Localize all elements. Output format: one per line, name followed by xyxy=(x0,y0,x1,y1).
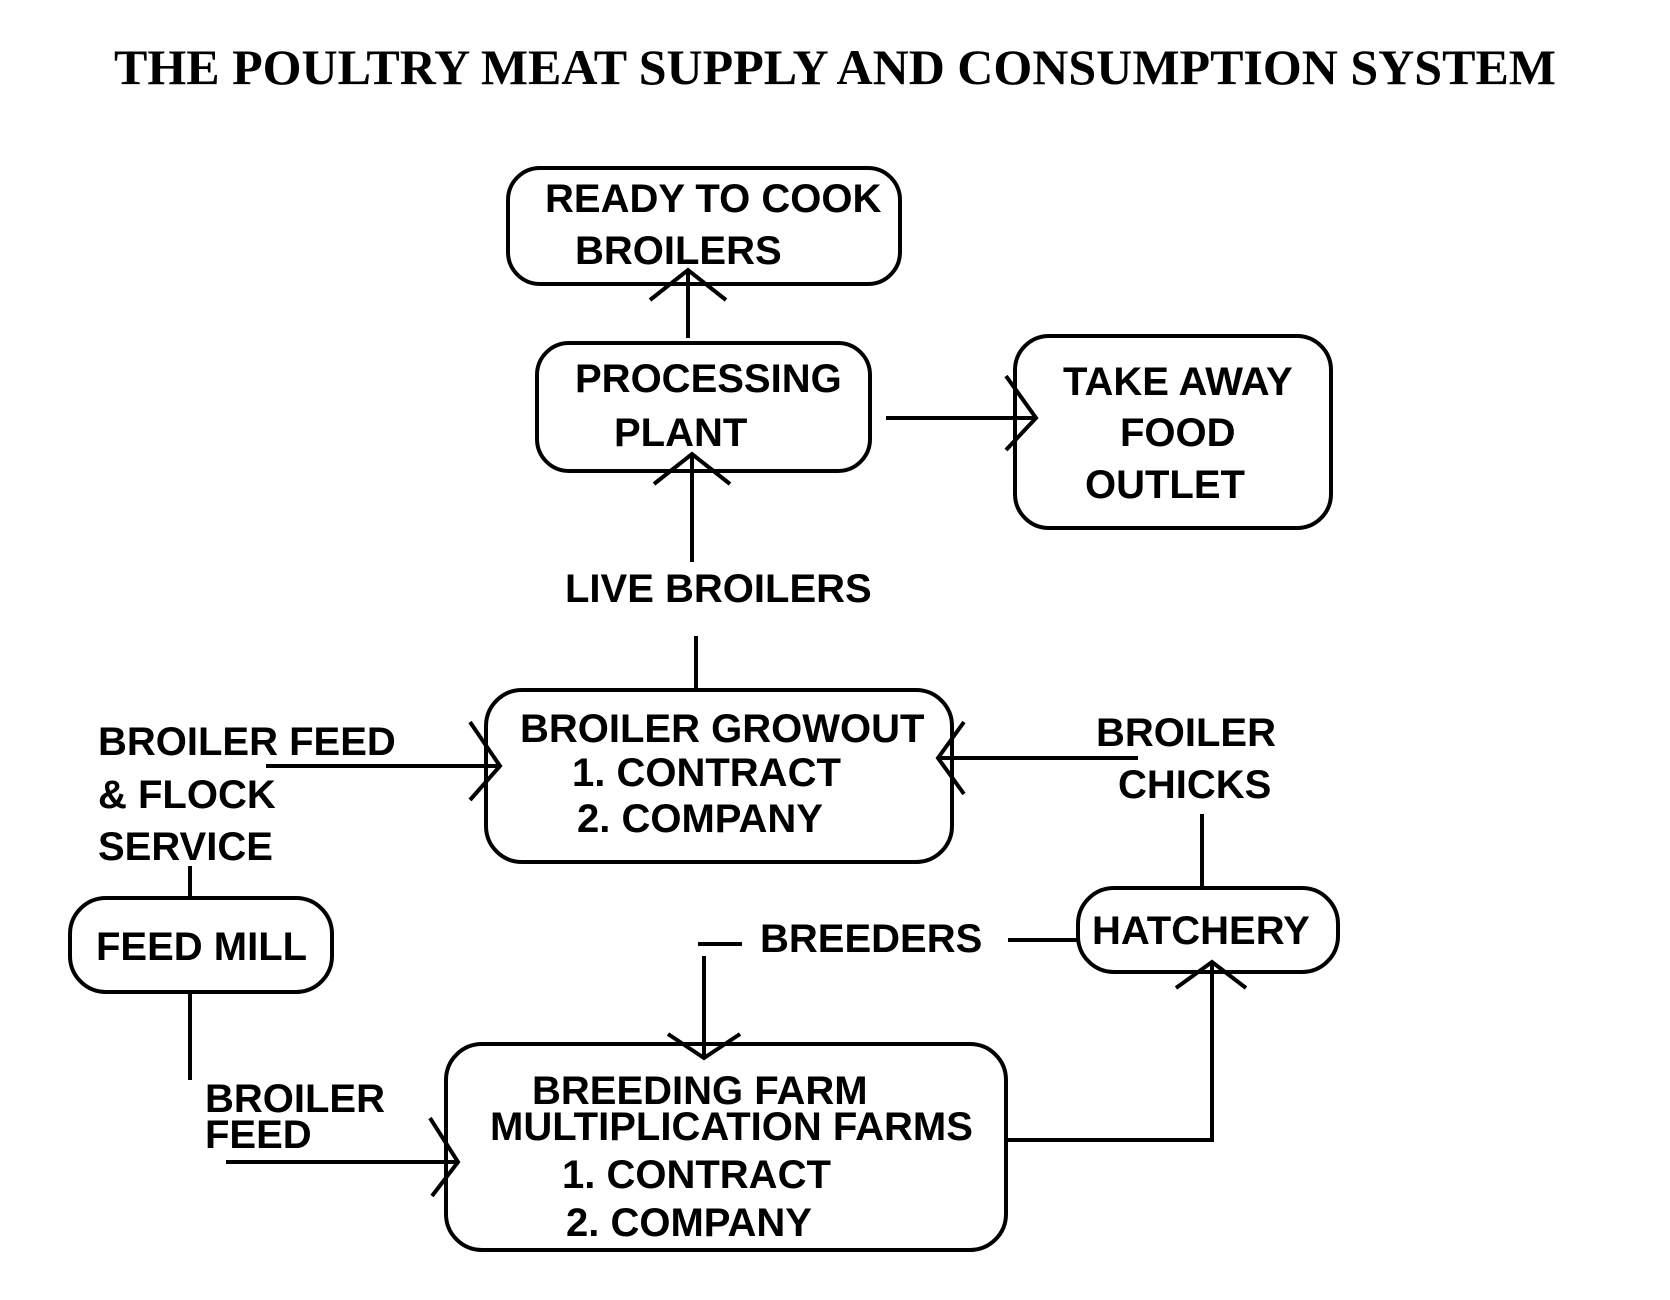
label-line: SERVICE xyxy=(98,825,273,869)
label-line: BROILER xyxy=(1096,711,1276,755)
node-label: BROILER GROWOUT xyxy=(520,707,924,751)
label-line: & FLOCK xyxy=(98,773,276,817)
label-line: CHICKS xyxy=(1118,763,1271,807)
edge-processing-to-ready-to-cook xyxy=(648,267,728,338)
node-label: 2. COMPANY xyxy=(577,797,823,841)
node-label: PROCESSING xyxy=(575,357,842,401)
edge-feed-mill-to-breeding-farm xyxy=(188,992,461,1198)
label-live-broilers: LIVE BROILERS xyxy=(565,567,872,611)
label-broiler-feed: BROILER FEED xyxy=(205,1077,385,1157)
edge-breeding-farm-to-hatchery xyxy=(1008,959,1248,1142)
node-label: MULTIPLICATION FARMS xyxy=(490,1105,973,1149)
label-broiler-feed-flock-service: BROILER FEED & FLOCK SERVICE xyxy=(98,720,396,869)
node-label: TAKE AWAY xyxy=(1063,360,1293,404)
node-ready-to-cook-broilers: READY TO COOK BROILERS xyxy=(506,166,902,286)
node-label: BROILERS xyxy=(575,229,782,273)
node-label: 2. COMPANY xyxy=(566,1201,812,1245)
node-processing-plant: PROCESSING PLANT xyxy=(535,341,872,473)
node-breeding-farm: BREEDING FARM MULTIPLICATION FARMS 1. CO… xyxy=(444,1042,1008,1252)
node-label: FEED MILL xyxy=(96,925,307,969)
node-label: HATCHERY xyxy=(1092,909,1310,953)
node-label: FOOD xyxy=(1120,411,1236,455)
node-feed-mill: FEED MILL xyxy=(68,896,334,994)
node-take-away-food-outlet: TAKE AWAY FOOD OUTLET xyxy=(1013,334,1333,530)
edge-growout-to-processing xyxy=(652,451,732,688)
label-line: BROILER xyxy=(205,1077,385,1121)
node-label: BREEDING FARM xyxy=(532,1069,868,1113)
node-label: 1. CONTRACT xyxy=(562,1153,831,1197)
node-hatchery: HATCHERY xyxy=(1076,886,1340,974)
label-broiler-chicks: BROILER CHICKS xyxy=(1096,711,1276,807)
diagram-title: THE POULTRY MEAT SUPPLY AND CONSUMPTION … xyxy=(114,39,1556,95)
label-line: BROILER FEED xyxy=(98,720,396,764)
node-label: READY TO COOK xyxy=(545,177,881,221)
node-broiler-growout: BROILER GROWOUT 1. CONTRACT 2. COMPANY xyxy=(484,688,954,864)
node-label: PLANT xyxy=(614,411,747,455)
edge-chicks-to-growout xyxy=(935,720,1138,796)
label-line: FEED xyxy=(205,1113,312,1157)
node-label: OUTLET xyxy=(1085,463,1245,507)
edge-hatchery-to-breeding-farm xyxy=(666,938,1078,1061)
label-breeders: BREEDERS xyxy=(760,917,982,961)
edge-feed-flock-to-growout xyxy=(266,720,503,802)
node-label: 1. CONTRACT xyxy=(572,751,841,795)
edge-processing-to-take-away xyxy=(886,374,1039,452)
